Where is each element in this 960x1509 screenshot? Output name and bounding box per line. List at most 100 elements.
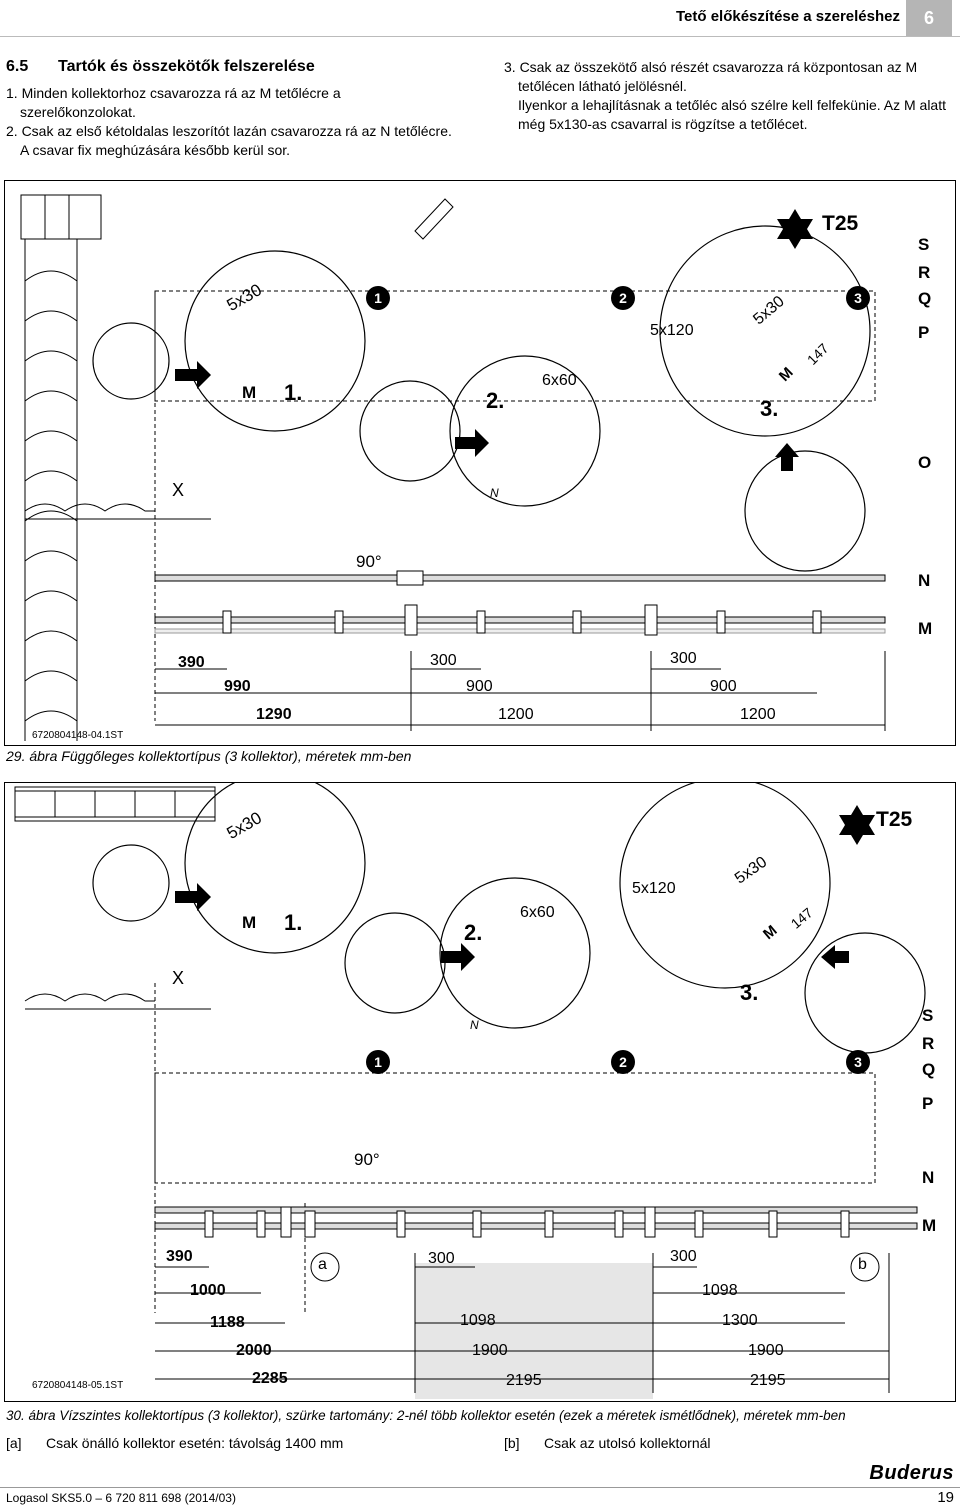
steps-right: 3. Csak az összekötő alsó részét csavaro… (504, 58, 954, 134)
screw-label: 5x120 (632, 880, 676, 897)
dimension: 390 (178, 654, 205, 671)
header-divider (0, 36, 960, 37)
batten-label: S (922, 1006, 934, 1025)
legend-key: [a] (6, 1435, 22, 1451)
step-line: 2. Csak az első kétoldalas leszorítót la… (6, 123, 452, 139)
batten-label: Q (922, 1060, 936, 1079)
legend-item: [b] Csak az utolsó kollektornál (504, 1434, 711, 1453)
detail-circles (92, 225, 871, 572)
step-circle: 1 (366, 1050, 390, 1074)
step-label: 2. (486, 388, 505, 413)
figure-2-drawing (14, 772, 926, 1399)
battens (154, 574, 886, 634)
dimension: 390 (166, 1248, 193, 1265)
x-label: X (172, 480, 185, 500)
step-label: 1. (284, 380, 303, 405)
x-label: X (172, 968, 185, 988)
screw-label: 6x60 (542, 372, 577, 389)
dimension: 1200 (498, 706, 534, 723)
marker-a: a (318, 1256, 327, 1273)
figure-1-frame (4, 180, 956, 746)
step-circle: 3 (846, 286, 870, 310)
step-line: 3. Csak az összekötő alsó részét csavaro… (504, 59, 918, 75)
dimension: 1098 (460, 1312, 496, 1329)
batten-label: P (918, 323, 930, 342)
dimension-lines (155, 651, 886, 731)
n-label: N (470, 1018, 479, 1032)
legend-key: [b] (504, 1435, 520, 1451)
section-title: Tartók és összekötők felszerelése (58, 58, 315, 75)
dimension: 300 (428, 1250, 455, 1267)
batten-label: M (922, 1216, 937, 1235)
step-line: Ilyenkor a lehajlításnak a tetőléc alsó … (518, 97, 946, 113)
tool-label: T25 (876, 808, 913, 831)
torx-icon (777, 209, 813, 249)
angle-label: 90° (354, 1150, 380, 1169)
step-line: 1. Minden kollektorhoz csavarozza rá az … (6, 85, 341, 101)
marker-b: b (858, 1256, 867, 1273)
dimension: 900 (466, 678, 493, 695)
step-line: tetőlécen látható jelölésnél. (518, 78, 687, 94)
dimension: 2195 (750, 1372, 786, 1389)
caption-text: Függőleges kollektortípus (3 kollektor),… (61, 748, 412, 764)
batten-label: R (922, 1034, 935, 1053)
batten-label: S (918, 235, 930, 254)
step-circle: 2 (611, 286, 635, 310)
dimension: 1098 (702, 1282, 738, 1299)
step-label: 3. (740, 980, 759, 1005)
header-title: Tető előkészítése a szereléshez (675, 8, 900, 25)
dimension: 1290 (256, 706, 292, 723)
marker-b-circle (850, 1252, 880, 1282)
window-icon (20, 194, 102, 240)
batten-label: N (918, 571, 931, 590)
batten-label: Q (918, 289, 932, 308)
step-label: 1. (284, 910, 303, 935)
batten-label: N (922, 1168, 935, 1187)
figure-caption: 30. ábra Vízszintes kollektortípus (3 ko… (6, 1408, 956, 1423)
n-label: N (490, 486, 499, 500)
step-circle: 1 (366, 286, 390, 310)
marker-a-circle (310, 1252, 340, 1282)
figure-code: 6720804148-05.1ST (32, 1380, 124, 1391)
dimension: 1900 (748, 1342, 784, 1359)
figure-2-frame (4, 772, 956, 1402)
tool-label: T25 (822, 212, 859, 235)
legend-text: Csak az utolsó kollektornál (544, 1435, 711, 1451)
footer-document-id: Logasol SKS5.0 – 6 720 811 698 (2014/03) (6, 1491, 236, 1505)
legend-item: [a] Csak önálló kollektor esetén: távolsá… (6, 1434, 343, 1453)
dimension: 1300 (722, 1312, 758, 1329)
repeat-area (415, 1263, 653, 1399)
figure-1-drawing (20, 194, 886, 741)
figure-caption: 29. ábra Függőleges kollektortípus (3 ko… (6, 748, 411, 764)
batten-label: R (918, 263, 931, 282)
torx-icon (839, 805, 875, 845)
legend-text: Csak önálló kollektor esetén: távolság 1… (46, 1435, 344, 1451)
m-label: M (242, 383, 257, 402)
batten-label: O (918, 453, 932, 472)
step-line: még 5x130-as csavarral is rögzítse a tet… (518, 116, 808, 132)
dimension: 990 (224, 678, 251, 695)
arrows (175, 361, 799, 471)
dimension: 1900 (472, 1342, 508, 1359)
footer-divider (0, 1487, 960, 1488)
step-circle: 3 (846, 1050, 870, 1074)
steps-left: 1. Minden kollektorhoz csavarozza rá az … (6, 84, 476, 160)
angle-label: 90° (356, 552, 382, 571)
chapter-number: 6 (906, 0, 952, 36)
brand-logo: Buderus (869, 1462, 954, 1484)
screw-label: 6x60 (520, 904, 555, 921)
dimension: 2195 (506, 1372, 542, 1389)
section-number: 6.5 (6, 58, 29, 75)
dimension: 300 (670, 650, 697, 667)
batten-label: M (918, 619, 933, 638)
screw-label: 5x120 (650, 322, 694, 339)
page-number: 19 (937, 1489, 954, 1506)
dimension: 2000 (236, 1342, 272, 1359)
section-heading: 6.5 Tartók és összekötők felszerelése (6, 58, 315, 76)
dimension: 1000 (190, 1282, 226, 1299)
dimension: 300 (670, 1248, 697, 1265)
step-line: szerelőkonzolokat. (20, 104, 136, 120)
step-label: 3. (760, 396, 779, 421)
dimension: 900 (710, 678, 737, 695)
step-line: A csavar fix meghúzására később kerül so… (20, 142, 291, 158)
